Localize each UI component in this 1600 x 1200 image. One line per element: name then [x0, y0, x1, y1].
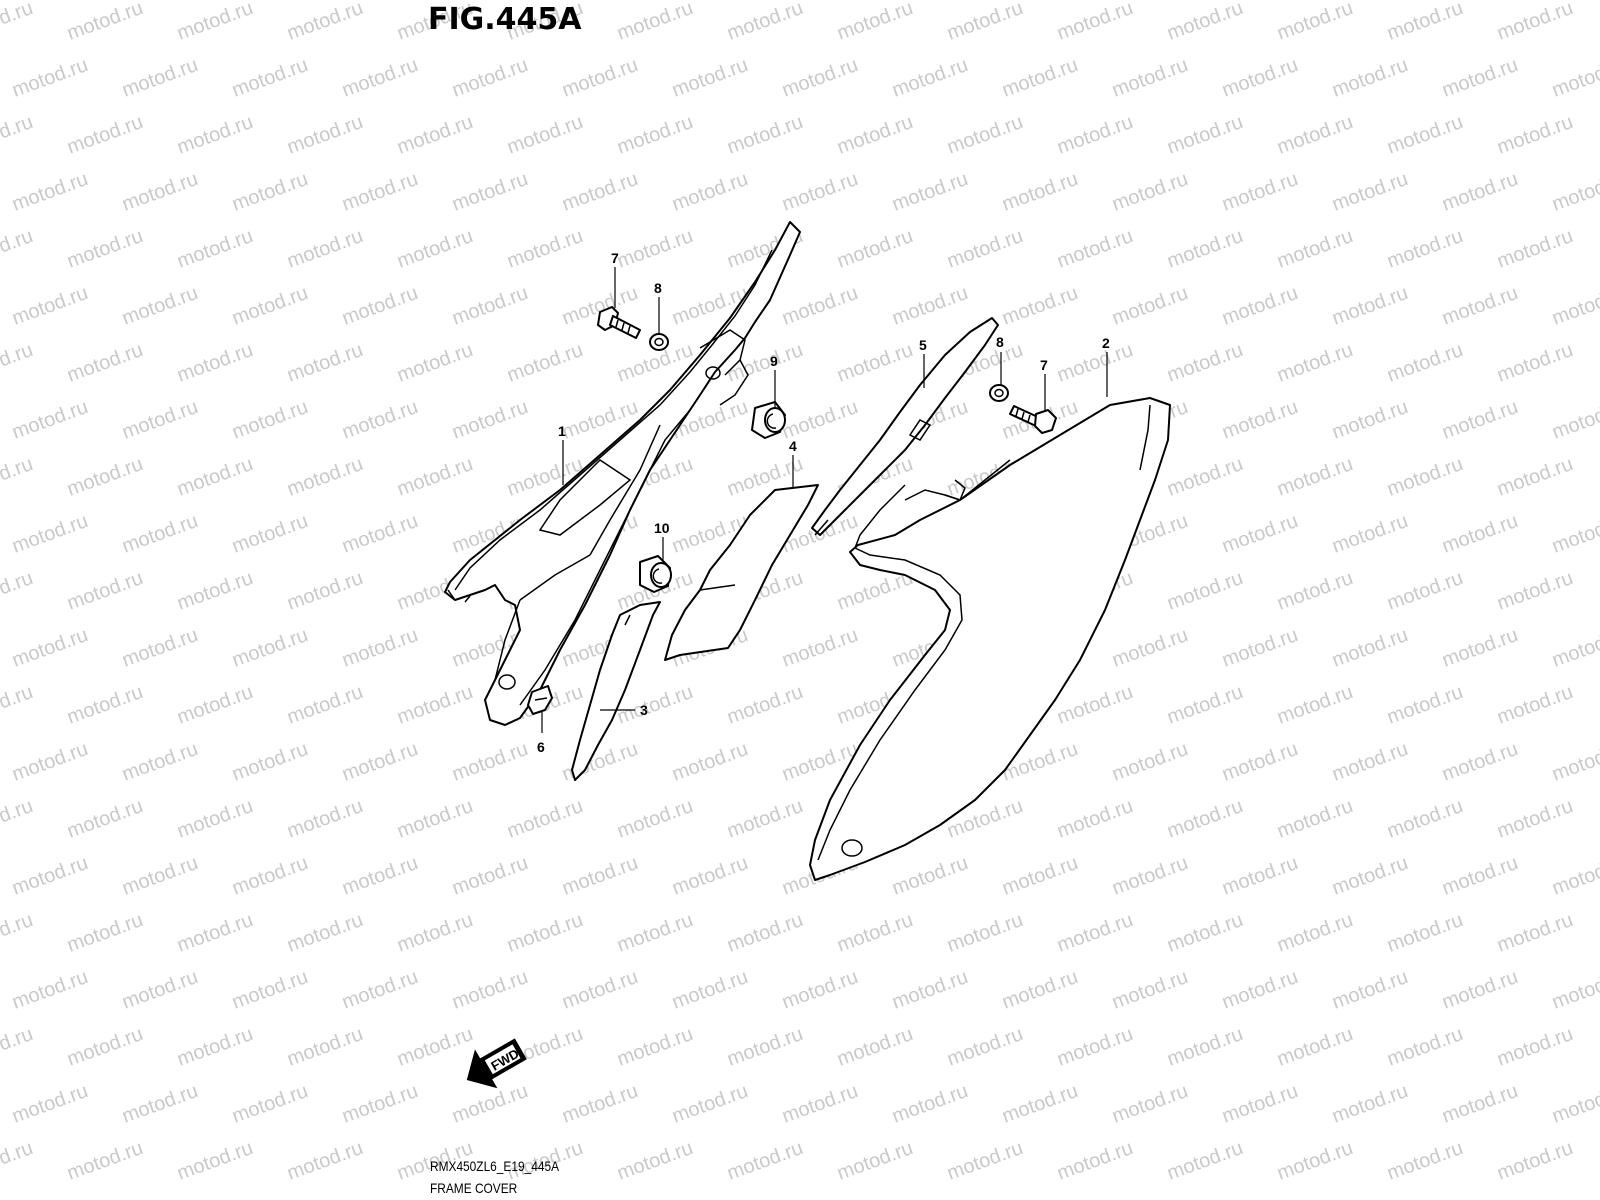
grommet-upper: [751, 401, 786, 439]
bolt-left: [597, 306, 641, 339]
model-code: RMX450ZL6_E19_445A: [430, 1158, 560, 1174]
callout-9: 9: [770, 353, 778, 369]
fwd-arrow-icon: FWD: [466, 1038, 527, 1089]
grommet-lower: [639, 555, 672, 593]
callout-10: 10: [654, 520, 670, 536]
figure-caption: FRAME COVER: [430, 1180, 518, 1196]
callout-8-left: 8: [654, 280, 662, 296]
frame-cover-sheet-left: [571, 601, 661, 781]
leader-lines: [541, 267, 1108, 733]
callout-4: 4: [789, 438, 797, 454]
figure-title: FIG.445A: [428, 2, 582, 37]
callout-1: 1: [558, 423, 566, 439]
bolt-right: [1009, 405, 1057, 434]
callout-2: 2: [1102, 335, 1110, 351]
frame-cover-sheet-center: [664, 484, 819, 661]
callout-6: 6: [537, 739, 545, 755]
frame-cover-upper-plate: [811, 317, 999, 536]
callout-7-left: 7: [611, 250, 619, 266]
callout-8-right: 8: [996, 334, 1004, 350]
washer-left: [649, 333, 669, 351]
frame-cover-right-panel: [809, 397, 1171, 881]
washer-right: [989, 384, 1009, 402]
frame-cover-left-bracket: [444, 221, 801, 726]
callout-7-right: 7: [1040, 357, 1048, 373]
clip-part-6: [527, 685, 553, 715]
callout-3: 3: [640, 702, 648, 718]
callout-5: 5: [919, 337, 927, 353]
